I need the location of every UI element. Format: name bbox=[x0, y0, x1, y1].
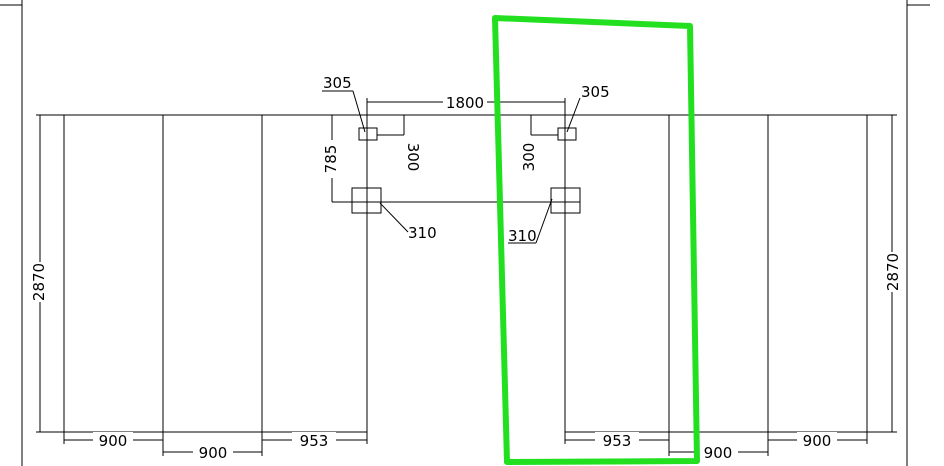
highlight-annotation bbox=[492, 15, 700, 465]
leader-305-left: 305 bbox=[322, 74, 366, 133]
bottom-right-label-1: 953 bbox=[603, 432, 632, 450]
height-label-left: 2870 bbox=[30, 263, 48, 301]
panel-right-2 bbox=[668, 114, 769, 433]
bracket-305-left bbox=[358, 127, 378, 141]
panel-left-1 bbox=[63, 114, 164, 433]
height-dimension-right: 2870 bbox=[867, 114, 902, 433]
panel-left-3 bbox=[261, 114, 368, 433]
label-305-right: 305 bbox=[581, 83, 610, 101]
bracket-305-right bbox=[557, 127, 577, 141]
right-panel-group bbox=[564, 114, 868, 433]
bottom-right-dimension-chain: 953 900 900 bbox=[564, 432, 868, 462]
label-310-left: 310 bbox=[408, 224, 437, 242]
bottom-left-label-1: 900 bbox=[99, 432, 128, 450]
bracket-300-right-label: 300 bbox=[520, 143, 538, 172]
label-305-left: 305 bbox=[323, 74, 352, 92]
bottom-left-label-2: 900 bbox=[199, 444, 228, 462]
bottom-right-label-3: 900 bbox=[803, 432, 832, 450]
bottom-left-dimension-chain: 900 900 953 bbox=[63, 432, 368, 462]
height-dimension-left: 2870 bbox=[30, 114, 64, 433]
leader-310-left: 310 bbox=[379, 202, 437, 242]
panel-left-2 bbox=[162, 114, 263, 433]
height-label-right: 2870 bbox=[884, 253, 902, 291]
bottom-left-label-3: 953 bbox=[300, 432, 329, 450]
leader-310-right: 310 bbox=[508, 198, 553, 245]
bottom-right-label-2: 900 bbox=[704, 444, 733, 462]
panel-right-3 bbox=[767, 114, 868, 433]
panel-right-1 bbox=[564, 114, 670, 433]
opening-width-label: 1800 bbox=[446, 94, 484, 112]
bracket-300-left-label: 300 bbox=[404, 143, 422, 172]
leader-305-right: 305 bbox=[566, 83, 610, 133]
offset-785-label: 785 bbox=[322, 145, 340, 174]
opening-width-dimension: 1800 bbox=[366, 94, 566, 202]
label-310-right: 310 bbox=[508, 227, 537, 245]
offset-785-dimension: 785 bbox=[322, 114, 346, 202]
